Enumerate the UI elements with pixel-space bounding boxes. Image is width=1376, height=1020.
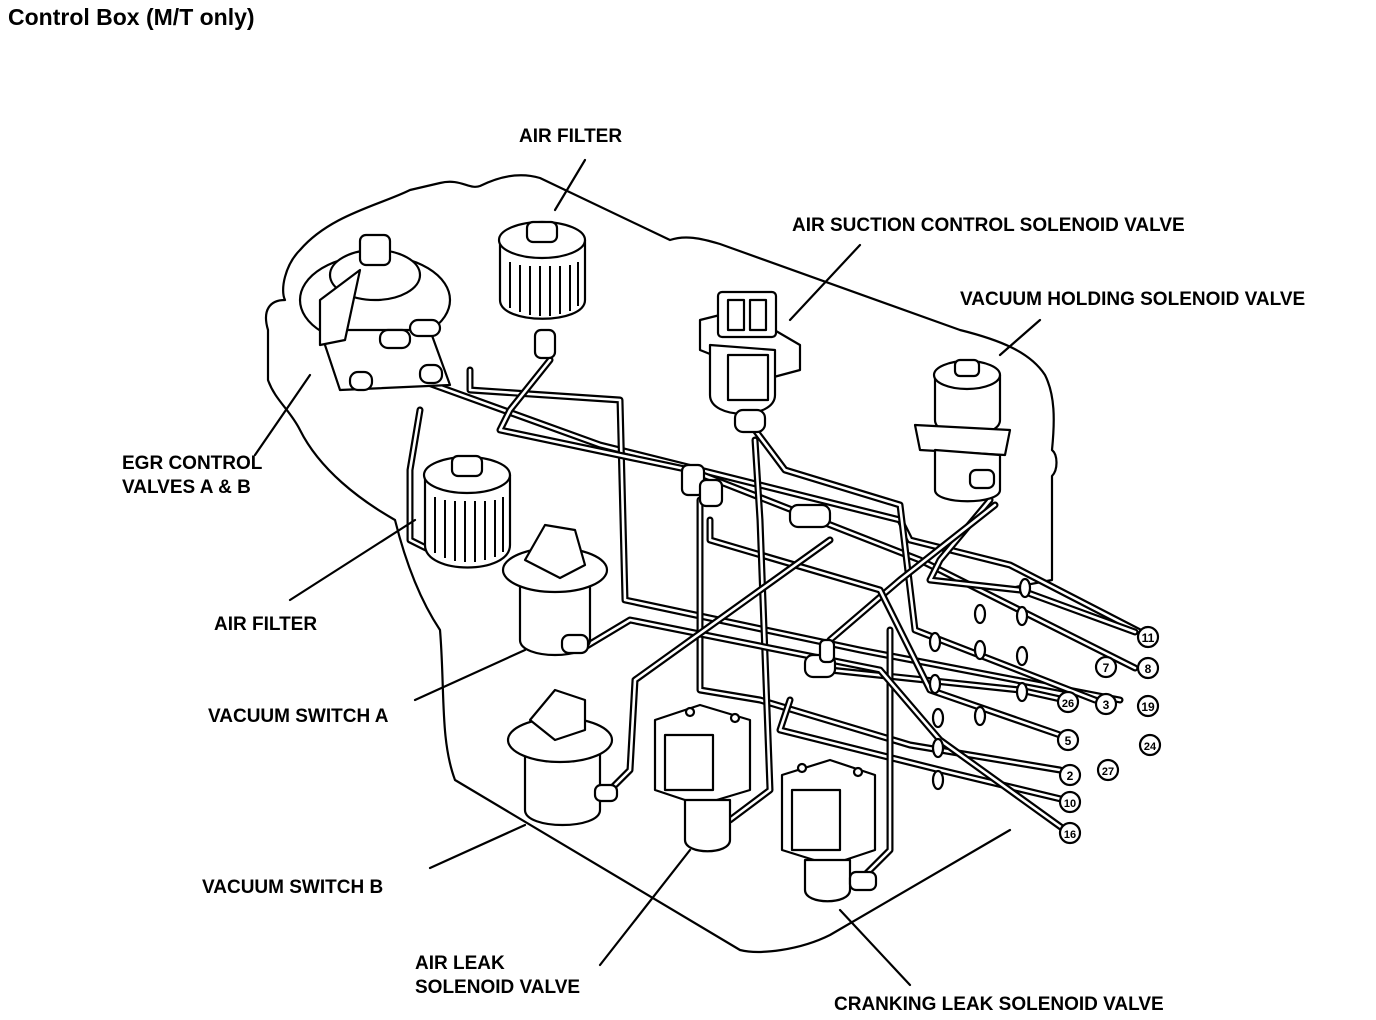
port-16: 16 [1058, 821, 1082, 845]
port-labels: 11 7 8 26 3 19 5 24 27 2 10 16 [1056, 625, 1162, 845]
egr-control-valves [298, 233, 452, 392]
port-2: 2 [1058, 763, 1082, 787]
vacuum-holding-solenoid-valve [913, 358, 1012, 503]
label-egr-control-valves: EGR CONTROL VALVES A & B [122, 453, 263, 498]
port-5: 5 [1056, 728, 1080, 752]
air-filter-left [422, 454, 512, 569]
port-7: 7 [1094, 655, 1118, 679]
port-19: 19 [1136, 694, 1160, 718]
port-10: 10 [1058, 790, 1082, 814]
air-suction-control-solenoid-valve [698, 290, 802, 434]
port-26: 26 [1056, 690, 1080, 714]
hose-fittings [680, 463, 837, 679]
svg-text:26: 26 [1062, 698, 1074, 710]
label-air-filter-top: AIR FILTER [519, 126, 623, 147]
svg-text:5: 5 [1065, 734, 1072, 748]
label-air-filter-left: AIR FILTER [214, 614, 318, 635]
svg-text:27: 27 [1102, 766, 1114, 778]
port-24: 24 [1138, 733, 1162, 757]
leader-lines [253, 158, 1042, 987]
svg-text:3: 3 [1103, 698, 1110, 712]
vacuum-switch-b [506, 688, 619, 826]
svg-text:2: 2 [1067, 769, 1074, 783]
svg-text:11: 11 [1142, 631, 1155, 645]
svg-text:7: 7 [1103, 661, 1110, 675]
port-27: 27 [1096, 758, 1120, 782]
label-cranking-leak-solenoid-valve: CRANKING LEAK SOLENOID VALVE [834, 994, 1164, 1015]
svg-text:16: 16 [1064, 829, 1076, 841]
page-title: Control Box (M/T only) [8, 4, 255, 30]
vacuum-switch-a [501, 523, 609, 656]
port-3: 3 [1094, 692, 1118, 716]
label-air-leak-solenoid-valve: AIR LEAK SOLENOID VALVE [415, 953, 581, 998]
control-box-outline [264, 174, 1058, 953]
port-8: 8 [1136, 656, 1160, 680]
cranking-leak-solenoid-valve [780, 758, 878, 903]
air-leak-solenoid-valve [653, 703, 752, 853]
svg-text:8: 8 [1145, 662, 1152, 676]
svg-text:10: 10 [1064, 798, 1076, 810]
svg-text:24: 24 [1144, 741, 1157, 753]
label-vacuum-switch-a: VACUUM SWITCH A [208, 706, 389, 727]
label-vacuum-switch-b: VACUUM SWITCH B [202, 877, 384, 898]
label-air-suction-control-solenoid-valve: AIR SUCTION CONTROL SOLENOID VALVE [792, 215, 1185, 236]
air-filter-top [497, 220, 587, 360]
label-vacuum-holding-solenoid-valve: VACUUM HOLDING SOLENOID VALVE [960, 289, 1306, 310]
port-11: 11 [1136, 625, 1160, 649]
hose-clamps [928, 577, 1032, 791]
svg-text:19: 19 [1141, 700, 1155, 714]
